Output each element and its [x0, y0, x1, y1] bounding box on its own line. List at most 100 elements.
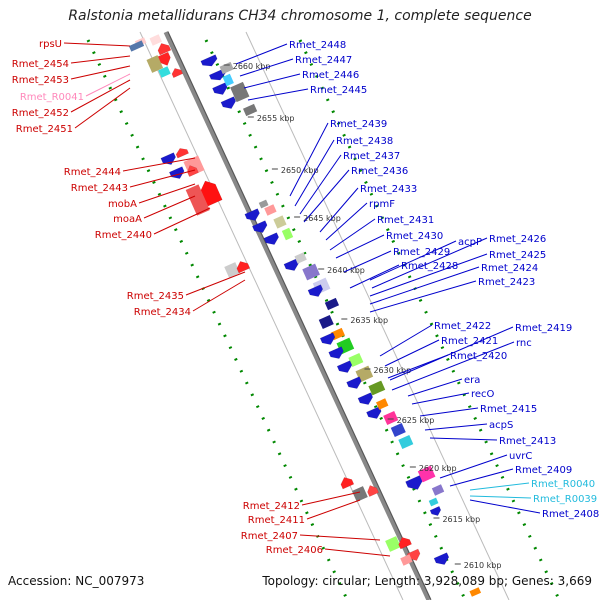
gene-feature — [336, 360, 353, 373]
track-dotted-line — [86, 39, 349, 601]
gene-label: Rmet_2437 — [343, 151, 400, 162]
gene-leader-line — [122, 157, 196, 172]
chromosome-backbone — [163, 30, 432, 602]
gene-leader-line — [369, 266, 480, 305]
scale-tick-label: 2610 kbp — [464, 561, 502, 570]
gene-label: Rmet_R0040 — [531, 479, 595, 490]
gene-label: Rmet_2445 — [310, 85, 367, 96]
gene-leader-line — [185, 271, 246, 296]
gene-label: Rmet_2430 — [386, 231, 443, 242]
gene-label: Rmet_2421 — [441, 336, 498, 347]
gene-arrow — [405, 474, 423, 490]
gene-block — [158, 66, 171, 78]
gene-feature — [244, 208, 260, 221]
gene-arrow — [336, 360, 353, 373]
gene-arrow — [171, 68, 184, 79]
gene-label: Rmet_2415 — [480, 404, 537, 415]
gene-leader-line — [143, 195, 196, 219]
gene-leader-line — [384, 339, 440, 367]
gene-leader-line — [387, 354, 449, 379]
gene-leader-line — [138, 183, 196, 204]
gene-arrow — [263, 232, 279, 245]
gene-block — [318, 314, 334, 330]
gene-leader-line — [369, 253, 488, 297]
gene-feature — [433, 552, 450, 565]
gene-block — [398, 434, 414, 450]
gene-arrow — [398, 537, 412, 550]
gene-label: Rmet_2436 — [351, 166, 408, 177]
gene-leader-line — [429, 437, 498, 441]
gene-block — [281, 227, 294, 241]
scale-tick-label: 2640 kbp — [327, 266, 365, 275]
gene-feature — [171, 68, 184, 79]
gene-leader-line — [243, 73, 301, 89]
gene-leader-line — [369, 240, 457, 281]
gene-feature — [157, 43, 172, 56]
gene-leader-line — [371, 237, 488, 289]
scale-tick-label: 2650 kbp — [281, 166, 319, 175]
gene-leader-line — [391, 341, 515, 391]
gene-label: Rmet_2452 — [12, 108, 69, 119]
gene-feature — [251, 220, 268, 233]
gene-feature — [236, 261, 251, 274]
gene-label: uvrC — [509, 451, 532, 462]
gene-arrow — [328, 346, 344, 359]
gene-arrow — [200, 54, 218, 67]
gene-block — [264, 204, 277, 216]
gene-block — [302, 263, 320, 281]
gene-leader-line — [319, 187, 359, 233]
genome-summary-text: Topology: circular; Length: 3,928,089 bp… — [262, 574, 592, 588]
gene-label: Rmet_2413 — [499, 436, 556, 447]
gene-arrow — [244, 208, 260, 221]
gene-arrow — [433, 552, 450, 565]
scale-tick-label: 2620 kbp — [419, 464, 457, 473]
gene-leader-line — [324, 548, 391, 557]
gene-block — [224, 262, 241, 278]
gene-leader-line — [325, 202, 368, 241]
gene-label: Rmet_R0041 — [20, 92, 84, 103]
gene-feature — [175, 148, 189, 159]
gene-arrow — [236, 261, 251, 274]
gene-label: Rmet_2419 — [515, 323, 572, 334]
gene-arrow — [367, 485, 379, 497]
gene-feature — [263, 232, 279, 245]
gene-block — [273, 215, 287, 229]
gene-leader-line — [419, 407, 479, 417]
gene-label: Rmet_2440 — [95, 230, 152, 241]
gene-arrow — [307, 284, 324, 297]
gene-leader-line — [129, 169, 196, 188]
gene-leader-line — [389, 326, 514, 381]
gene-block — [128, 40, 145, 52]
gene-label: Rmet_2429 — [393, 247, 450, 258]
gene-label: mobA — [108, 199, 137, 210]
gene-label: Rmet_2433 — [360, 184, 417, 195]
scale-tick-label: 2655 kbp — [257, 114, 295, 123]
gene-feature — [200, 54, 218, 67]
gene-block — [417, 465, 436, 483]
gene-leader-line — [439, 454, 508, 479]
gene-label: Rmet_2446 — [302, 70, 359, 81]
gene-label: acpP — [458, 237, 482, 248]
band-border-line — [139, 31, 404, 601]
gene-block — [294, 252, 307, 264]
gene-leader-line — [469, 495, 532, 499]
gene-arrow — [366, 406, 382, 419]
gene-leader-line — [369, 280, 477, 313]
gene-feature — [398, 537, 412, 550]
gene-label: Rmet_2454 — [12, 59, 69, 70]
gene-label: Rmet_2425 — [489, 250, 546, 261]
gene-leader-line — [329, 218, 376, 251]
gene-leader-line — [70, 79, 131, 113]
gene-label: Rmet_2406 — [266, 545, 323, 556]
gene-label: Rmet_2447 — [295, 55, 352, 66]
gene-label: Rmet_2407 — [241, 531, 298, 542]
gene-label: acpS — [489, 420, 513, 431]
gene-block — [400, 554, 413, 566]
gene-label: Rmet_2424 — [481, 263, 538, 274]
gene-arrow — [200, 180, 223, 207]
gene-block — [324, 297, 340, 311]
gene-arrow — [157, 43, 172, 56]
gene-label: Rmet_2426 — [489, 234, 546, 245]
gene-leader-line — [74, 87, 131, 129]
